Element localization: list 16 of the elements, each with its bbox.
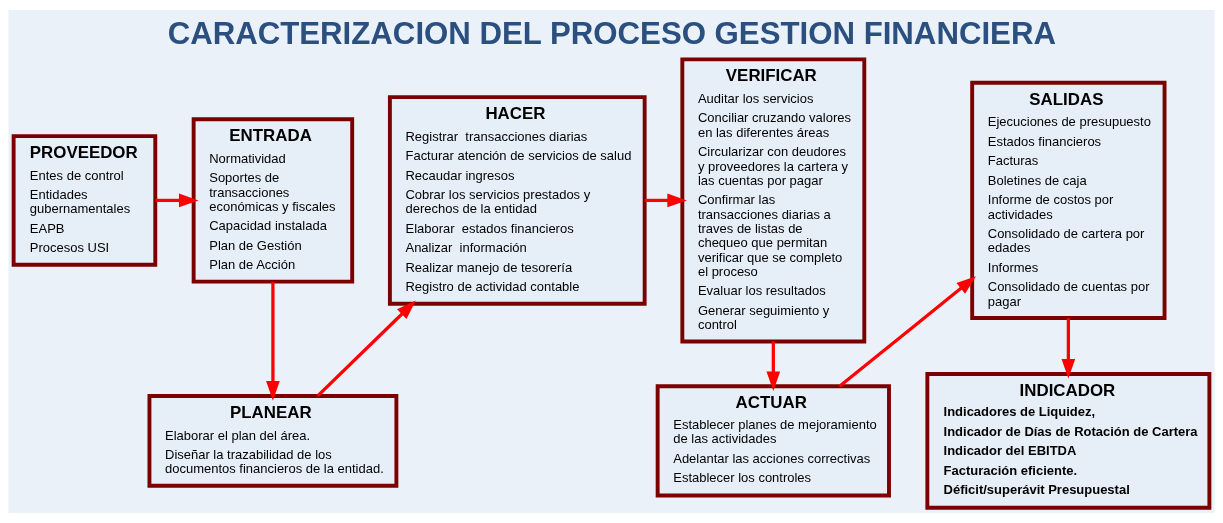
arrow [838, 276, 976, 388]
arrow [644, 193, 687, 208]
node-box: VERIFICAR Auditar los servicios Conciliar cruzando valores en las diferentes áreas Circularizar con deudores y proveedores la cartera y las cuentas por pagar Confirmar las transacciones diarias a traves de listas de chequeo que permitan verificar que se completo el proceso Evaluar los resultados Generar seguimiento y control [680, 57, 867, 344]
arrow [766, 341, 781, 392]
node-box: PLANEAR Elaborar el plan del área. Diseñar la trazabilidad de los documentos financieros de la entidad. [147, 394, 399, 488]
arrow [1061, 318, 1076, 379]
node-box: SALIDAS Ejecuciones de presupuesto Estados financieros Facturas Boletines de caja Informe de costos por actividades Consolidado de cartera por edades Informes Consolidado de cuentas por pagar [970, 80, 1167, 320]
arrow [316, 300, 416, 398]
node-box: ACTUAR Establecer planes de mejoramiento de las actividades Adelantar las acciones correctivas Establecer los controles [655, 384, 891, 498]
node-box: INDICADOR Indicadores de Liquidez, Indicador de Días de Rotación de Cartera Indicador del EBITDA Facturación eficiente. Déficit/superávit Presupuestal [925, 372, 1212, 510]
node-box: PROVEEDOR Entes de control Entidades gubernamentales EAPB Procesos USI [11, 134, 158, 267]
arrow [155, 193, 199, 208]
diagram-title: CARACTERIZACION DEL PROCESO GESTION FINANCIERA [167, 16, 1056, 52]
node-box: ENTRADA Normatividad Soportes de transacciones económicas y fiscales Capacidad instalada Plan de Gestión Plan de Acción [191, 117, 355, 284]
arrow [266, 281, 280, 401]
node-box: HACER Registrar transacciones diarias Facturar atención de servicios de salud Recaudar ingresos Cobrar los servicios prestados y derechos de la entidad Elaborar estados financieros Analizar información Realizar manejo de tesorería Registro de actividad contable [387, 95, 647, 306]
